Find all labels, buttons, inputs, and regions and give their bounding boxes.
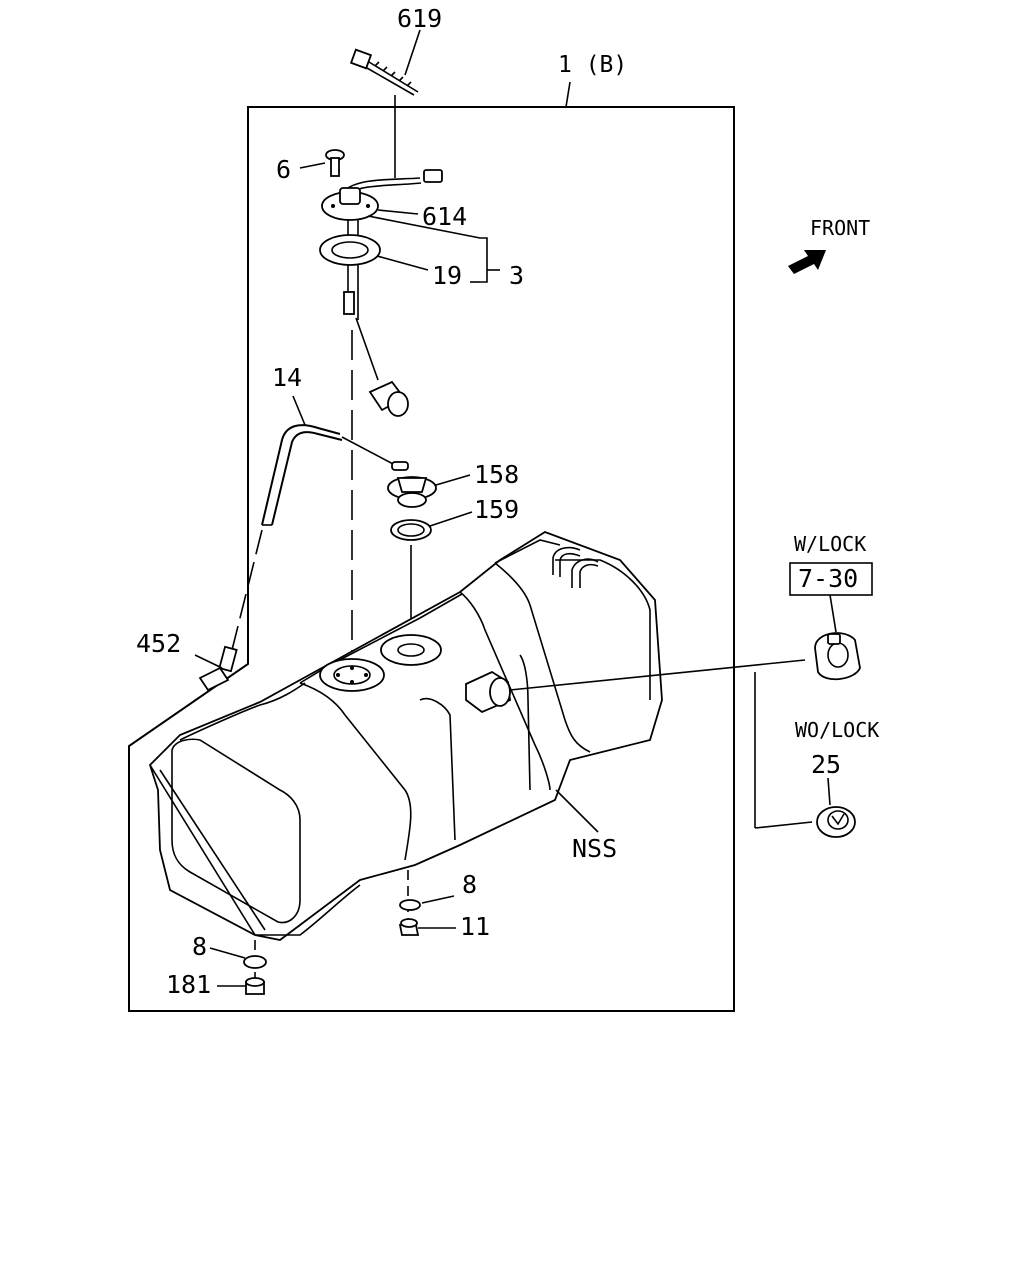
label-159: 159 [474,495,519,524]
leader-8a [421,895,455,904]
label-614: 614 [422,202,467,231]
ref-box-730 [789,562,873,596]
hose-route-line [231,529,263,651]
fuel-tank [148,531,663,941]
locking-cap [814,632,861,681]
hose-to-158 [341,436,396,466]
label-158: 158 [474,460,519,489]
leader-730 [829,594,837,633]
sender-flange-614 [321,187,379,221]
leader-619 [404,29,421,76]
fuel-cap-25 [816,806,856,838]
label-front: FRONT [810,216,870,240]
float [368,380,409,417]
arrow-up-right-icon [788,250,826,274]
leader-452 [194,654,223,669]
float-arm [355,317,379,381]
seal-ring-159 [390,519,432,541]
label-619: 619 [397,4,442,33]
screw-6 [325,149,345,177]
label-nss: NSS [572,834,617,863]
fitting-452 [198,645,238,692]
leader-8b [209,947,246,959]
nut-181 [245,977,265,995]
gasket-19 [319,234,381,266]
label-14: 14 [272,363,302,392]
connector [423,169,443,183]
label-8a: 8 [462,870,477,899]
leader-25b [827,777,831,806]
label-11: 11 [460,912,490,941]
label-wlock: W/LOCK [794,532,866,556]
leader-19 [376,255,429,271]
label-19: 19 [432,261,462,290]
label-1b: 1 (B) [558,52,627,78]
bracket-3 [367,215,488,283]
assembly-frame [128,106,735,1012]
leader-6 [299,162,326,169]
label-6: 6 [276,155,291,184]
leader-nss [555,789,599,833]
label-8b: 8 [192,932,207,961]
leader-14 [292,395,306,426]
label-wolock: WO/LOCK [795,718,879,742]
leader-614 [377,209,419,215]
pickup-158 [387,461,437,508]
leader-158 [435,474,471,486]
hose-14b [271,431,343,526]
label-25: 25 [811,750,841,779]
washer-8-left [243,955,267,969]
hose-14 [261,424,341,526]
label-452: 452 [136,629,181,658]
sender-unit [343,291,355,315]
leader-25 [754,821,813,829]
harness-clip-619 [349,48,419,96]
leader-159 [429,511,473,527]
label-3: 3 [509,261,524,290]
nut-11 [398,918,420,936]
washer-8-mid [399,899,421,911]
label-181: 181 [166,970,211,999]
wire [344,177,421,191]
leader-cap-line [509,659,806,691]
leader-1b [565,81,571,108]
label-730: 7-30 [798,564,858,593]
